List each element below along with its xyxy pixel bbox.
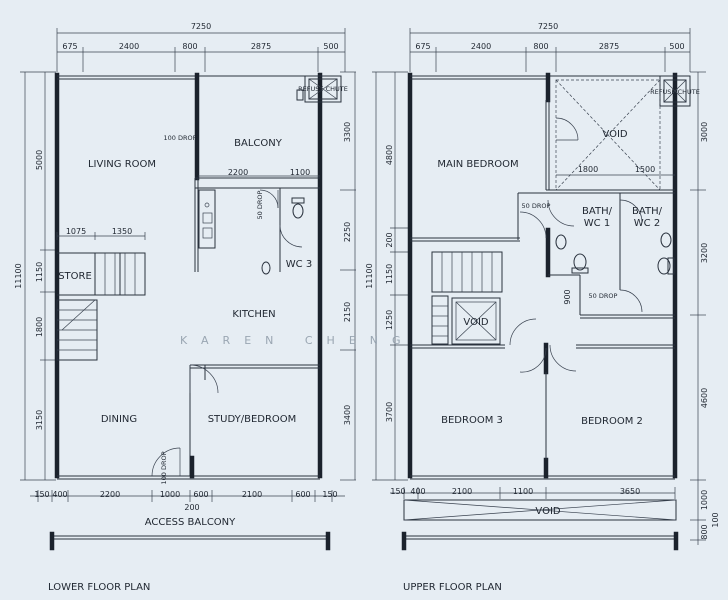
u-dim-left-3: 1150: [385, 264, 394, 284]
staircase-upper: [431, 251, 503, 345]
u-dim-right-1: 3000: [700, 122, 709, 142]
dim-right-2: 2250: [343, 222, 352, 242]
room-store: STORE: [58, 271, 92, 282]
staircase-lower: [56, 252, 146, 361]
lower-floor-plan: 7250 675 2400 800 2875 500 11100 5000 11…: [14, 22, 356, 593]
room-bath2: BATH/: [632, 206, 663, 217]
u-dim-inner-2: 1500: [635, 165, 655, 174]
room-kitchen: KITCHEN: [232, 309, 275, 320]
drop-label-1: 100 DROP: [163, 134, 196, 142]
u-drop-label-2: 50 DROP: [589, 292, 618, 300]
dim-top-3: 800: [182, 42, 197, 51]
access-balcony-label: ACCESS BALCONY: [145, 517, 236, 528]
dim-bottom-7: 600: [295, 490, 310, 499]
u-dim-inner-1: 1800: [578, 165, 598, 174]
upper-floor-plan: 7250 675 2400 800 2875 500 11100 4800 20…: [365, 22, 720, 593]
dim-right-4: 3400: [343, 405, 352, 425]
refuse-chute: [304, 75, 342, 103]
dim-bottom-5: 600: [193, 490, 208, 499]
u-dim-left-1: 4800: [385, 145, 394, 165]
drop-label-3: 100 DROP: [160, 451, 168, 484]
u-dim-right-3: 4600: [700, 388, 709, 408]
u-dim-left-4: 1250: [385, 310, 394, 330]
dim-left-4: 3150: [35, 410, 44, 430]
dim-inner-4: 1100: [290, 168, 310, 177]
dim-bottom-2: 400: [52, 490, 67, 499]
room-dining: DINING: [101, 414, 137, 425]
room-bath2-b: WC 2: [634, 218, 660, 229]
u-dim-right-2: 3200: [700, 243, 709, 263]
dim-bottom-4: 1000: [160, 490, 180, 499]
lower-floor-title: LOWER FLOOR PLAN: [48, 582, 150, 593]
toilet-wc1: [573, 253, 587, 271]
dim-inner-3: 2200: [228, 168, 248, 177]
dim-right-3: 2150: [343, 302, 352, 322]
void-mid: [451, 297, 501, 345]
u-dim-top-1: 675: [415, 42, 430, 51]
dim-bottom-6: 2100: [242, 490, 262, 499]
dim-total-width: 7250: [191, 22, 211, 31]
u-dim-top-4: 2875: [599, 42, 619, 51]
u-dim-top-2: 2400: [471, 42, 491, 51]
room-main-bedroom: MAIN BEDROOM: [437, 159, 518, 170]
room-study: STUDY/BEDROOM: [208, 414, 297, 425]
u-dim-top-5: 500: [669, 42, 684, 51]
u-dim-bottom-5: 3650: [620, 487, 640, 496]
dim-top-1: 675: [62, 42, 77, 51]
u-dim-bottom-2: 400: [410, 487, 425, 496]
u-dim-inner-3: 900: [563, 289, 572, 304]
u-refuse-chute-label: REFUSE CHUTE: [650, 88, 700, 96]
toilet-wc3: [292, 203, 304, 219]
dim-bottom-1: 150: [34, 490, 49, 499]
u-dim-right-6: 100: [711, 512, 720, 527]
dim-inner-2: 1350: [112, 227, 132, 236]
room-bath1: BATH/: [582, 206, 613, 217]
u-dim-bottom-3: 2100: [452, 487, 472, 496]
u-dim-top-3: 800: [533, 42, 548, 51]
u-dim-left-5: 3700: [385, 402, 394, 422]
u-dim-right-5: 800: [700, 524, 709, 539]
u-drop-label-1: 50 DROP: [522, 202, 551, 210]
dim-bottom-8: 150: [322, 490, 337, 499]
void-top-label: VOID: [602, 129, 627, 140]
room-balcony: BALCONY: [234, 138, 283, 149]
room-bedroom2: BEDROOM 2: [581, 416, 643, 427]
dim-top-5: 500: [323, 42, 338, 51]
watermark: KAREN CHENG: [180, 334, 415, 347]
dim-bottom-3: 2200: [100, 490, 120, 499]
dim-left-2: 1150: [35, 262, 44, 282]
dim-top-4: 2875: [251, 42, 271, 51]
u-dim-bottom-4: 1100: [513, 487, 533, 496]
void-bottom-label: VOID: [535, 506, 560, 517]
upper-floor-title: UPPER FLOOR PLAN: [403, 582, 502, 593]
room-living: LIVING ROOM: [88, 159, 156, 170]
room-wc3: WC 3: [286, 259, 312, 270]
void-mid-label: VOID: [463, 317, 488, 328]
u-dim-total-width: 7250: [538, 22, 558, 31]
u-dim-bottom-1: 150: [390, 487, 405, 496]
drop-label-2: 50 DROP: [256, 190, 264, 219]
room-bath1-b: WC 1: [584, 218, 610, 229]
dim-total-height: 11100: [14, 263, 23, 288]
toilet-wc2: [657, 257, 671, 275]
dim-top-2: 2400: [119, 42, 139, 51]
dim-left-3: 1800: [35, 317, 44, 337]
refuse-chute-label: REFUSE CHUTE: [298, 85, 348, 93]
room-bedroom3: BEDROOM 3: [441, 415, 503, 426]
u-dim-left-2: 200: [385, 232, 394, 247]
dim-bottom-9: 200: [184, 503, 199, 512]
kitchen-counter: [198, 189, 216, 249]
u-dim-right-4: 1000: [700, 490, 709, 510]
dim-inner-1: 1075: [66, 227, 86, 236]
void-bottom: [403, 499, 677, 521]
u-dim-total-height: 11100: [365, 263, 374, 288]
dim-right-1: 3300: [343, 122, 352, 142]
dim-left-1: 5000: [35, 150, 44, 170]
